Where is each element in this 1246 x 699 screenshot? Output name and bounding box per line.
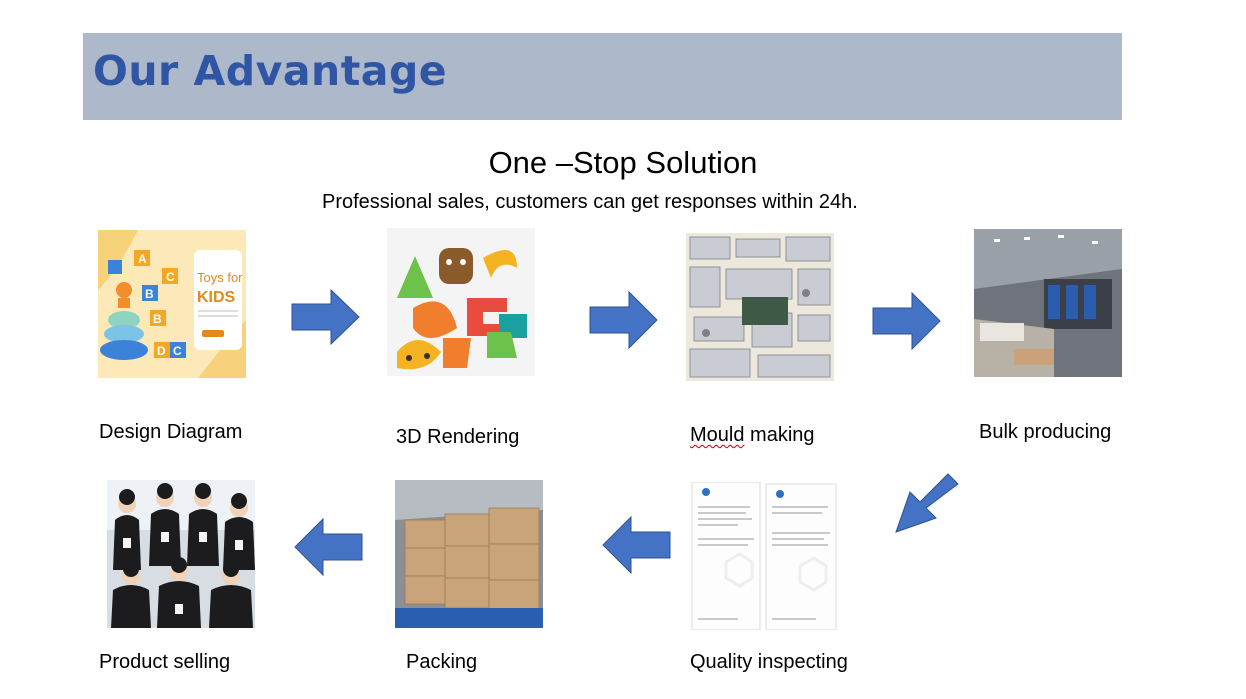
page-title: Our Advantage bbox=[93, 47, 447, 95]
step-label-design-diagram: Design Diagram bbox=[99, 421, 242, 444]
packing-image bbox=[395, 480, 543, 628]
tagline: Professional sales, customers can get re… bbox=[322, 191, 858, 214]
svg-text:B: B bbox=[145, 287, 154, 301]
arrow-right-icon bbox=[291, 289, 361, 345]
title-banner: Our Advantage bbox=[83, 33, 1122, 120]
svg-text:C: C bbox=[166, 270, 175, 284]
mould-making-image bbox=[686, 233, 834, 381]
svg-text:C: C bbox=[173, 344, 182, 358]
design-diagram-image: A B C B D C Toys for KIDS bbox=[98, 230, 246, 378]
arrow-down-left-icon bbox=[892, 472, 962, 536]
arrow-left-icon bbox=[293, 518, 363, 576]
step-label-packing: Packing bbox=[406, 651, 477, 674]
arrow-right-icon bbox=[872, 292, 942, 350]
step-label-bulk-producing: Bulk producing bbox=[979, 421, 1111, 444]
arrow-left-icon bbox=[601, 516, 671, 574]
arrow-right-icon bbox=[589, 291, 659, 349]
step-label-mould-making: Mould making bbox=[690, 424, 815, 447]
product-selling-team-photo bbox=[107, 480, 255, 628]
quality-inspecting-image bbox=[690, 482, 838, 630]
svg-text:KIDS: KIDS bbox=[197, 289, 236, 306]
bulk-producing-image bbox=[974, 229, 1122, 377]
step-label-quality-inspecting: Quality inspecting bbox=[690, 651, 848, 674]
subtitle: One –Stop Solution bbox=[0, 145, 1246, 181]
svg-text:B: B bbox=[153, 312, 162, 326]
step-label-3d-rendering: 3D Rendering bbox=[396, 426, 519, 449]
svg-text:D: D bbox=[157, 344, 166, 358]
svg-text:Toys for: Toys for bbox=[197, 270, 243, 285]
svg-text:A: A bbox=[138, 252, 147, 266]
step-label-product-selling: Product selling bbox=[99, 651, 230, 674]
3d-rendering-image bbox=[387, 228, 535, 376]
